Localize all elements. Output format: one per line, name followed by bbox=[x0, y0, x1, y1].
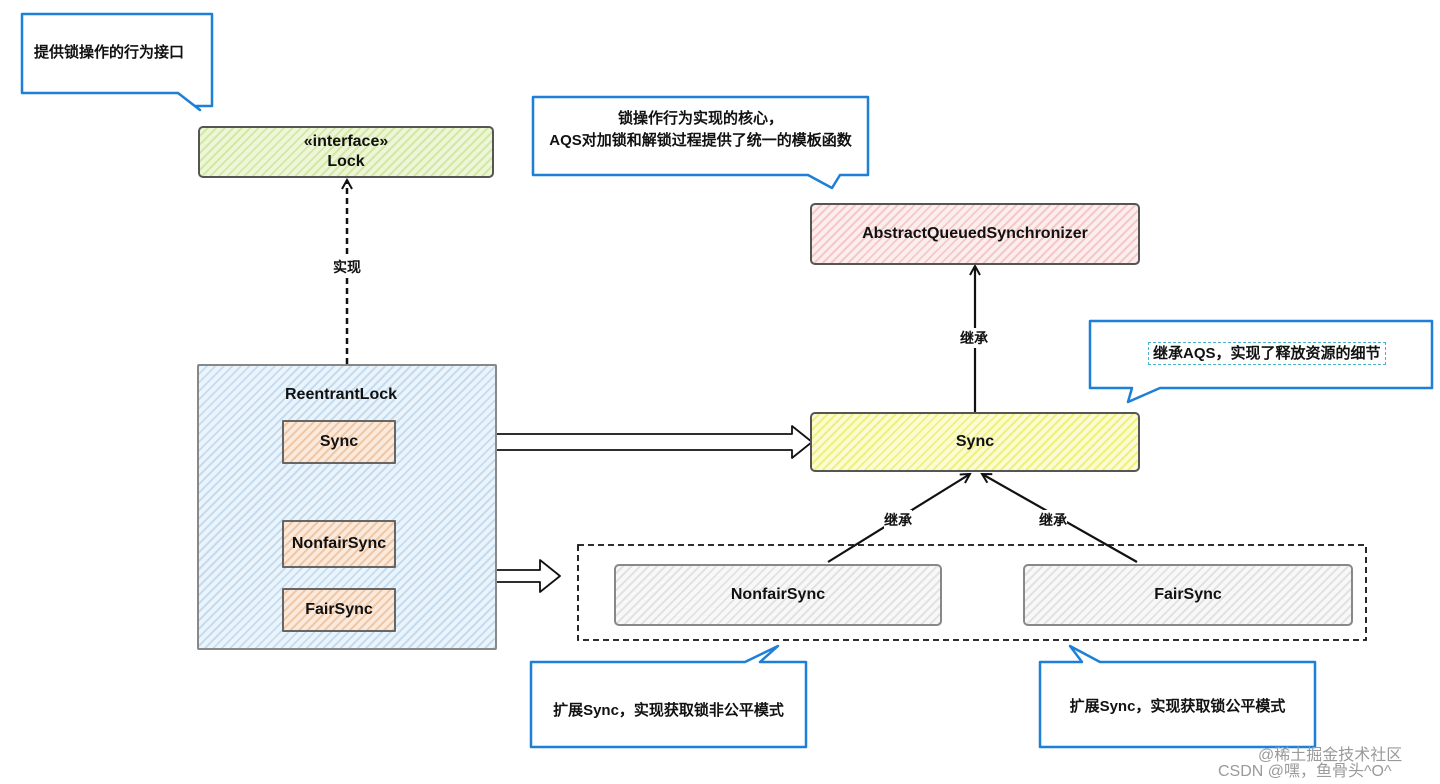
nonfair-sync-box: NonfairSync bbox=[614, 564, 942, 626]
lock-stereotype: «interface» bbox=[303, 133, 389, 150]
nonfair-note-callout bbox=[529, 644, 808, 749]
sync-box: Sync bbox=[810, 412, 1140, 472]
aqs-note-callout bbox=[531, 95, 870, 190]
inherit-fair-label: 继承 bbox=[1039, 510, 1067, 530]
lock-note-callout bbox=[20, 12, 214, 112]
fair-sync-name: FairSync bbox=[1154, 586, 1222, 603]
inner-fair-name: FairSync bbox=[305, 601, 373, 618]
nonfair-sync-name: NonfairSync bbox=[730, 586, 826, 603]
inner-sync-box: Sync bbox=[282, 420, 396, 464]
inherit-nonfair-label: 继承 bbox=[884, 510, 912, 530]
watermark-juejin: @稀土掘金技术社区 bbox=[1258, 747, 1403, 764]
sync-note-callout bbox=[1088, 319, 1434, 404]
lock-interface-box: «interface» Lock bbox=[198, 126, 494, 178]
fair-note-text: 扩展Sync，实现获取锁公平模式 bbox=[1069, 698, 1286, 715]
lock-note-text: 提供锁操作的行为接口 bbox=[34, 44, 185, 61]
sync-name: Sync bbox=[955, 433, 995, 450]
inherit-aqs-label: 继承 bbox=[960, 328, 988, 348]
aqs-note-text-line2: AQS对加锁和解锁过程提供了统一的模板函数 bbox=[549, 132, 852, 149]
subclass-group-frame bbox=[577, 544, 1367, 641]
inner-nonfair-box: NonfairSync bbox=[282, 520, 396, 568]
implements-label: 实现 bbox=[333, 257, 361, 277]
inner-sync-name: Sync bbox=[319, 433, 359, 450]
lock-name: Lock bbox=[327, 153, 365, 170]
aqs-box: AbstractQueuedSynchronizer bbox=[810, 203, 1140, 265]
fair-note-callout bbox=[1038, 644, 1317, 749]
inner-fair-box: FairSync bbox=[282, 588, 396, 632]
aqs-note-text-line1: 锁操作行为实现的核心， bbox=[617, 110, 783, 127]
inner-nonfair-name: NonfairSync bbox=[291, 535, 387, 552]
watermark-csdn: CSDN @嘿，鱼骨头^O^ bbox=[1218, 763, 1392, 780]
fair-sync-box: FairSync bbox=[1023, 564, 1353, 626]
nonfair-note-text: 扩展Sync，实现获取锁非公平模式 bbox=[553, 702, 784, 719]
aqs-name: AbstractQueuedSynchronizer bbox=[862, 225, 1088, 242]
reentrant-lock-name: ReentrantLock bbox=[285, 386, 398, 403]
sync-note-text: 继承AQS，实现了释放资源的细节 bbox=[1148, 342, 1386, 365]
